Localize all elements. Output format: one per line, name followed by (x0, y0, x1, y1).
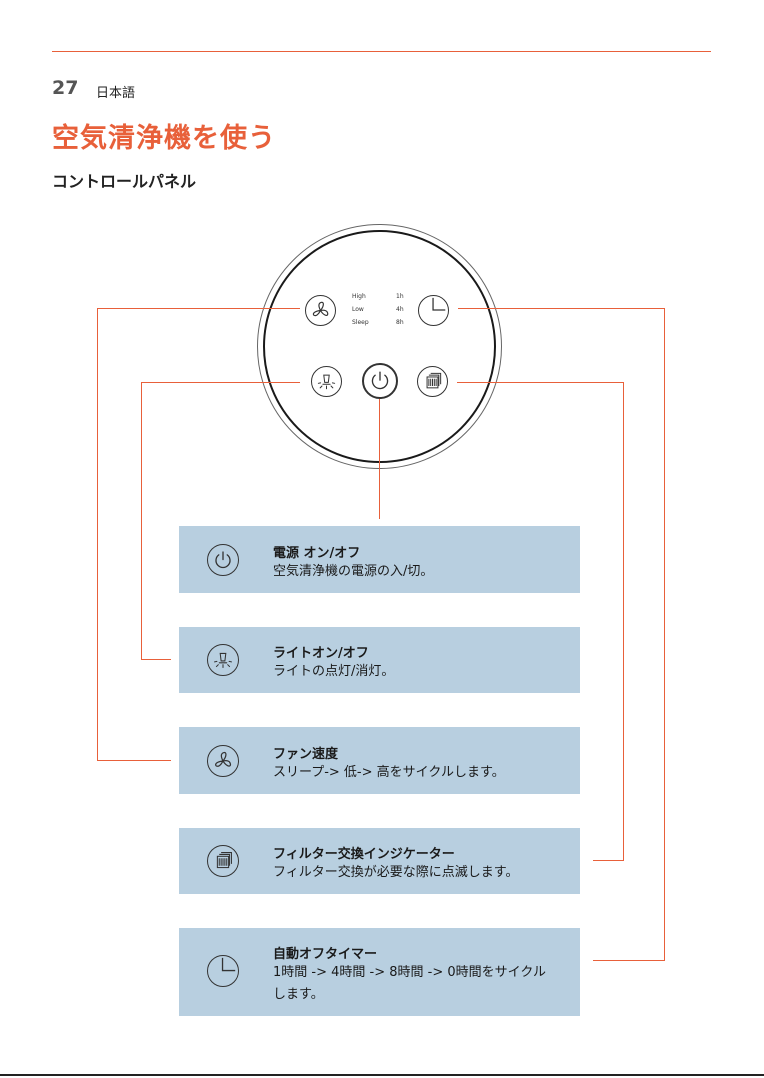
feature-title: 電源 オン/オフ (273, 542, 360, 561)
fan-leader-line-bottom (97, 760, 171, 761)
light-leader-line-vertical (141, 382, 142, 660)
light-leader-line-bottom (141, 659, 171, 660)
timer-label-4h: 4h (396, 307, 404, 313)
feature-card-light: ライトオン/オフ ライトの点灯/消灯。 (179, 627, 580, 693)
feature-card-fan: ファン速度 スリープ-> 低-> 高をサイクルします。 (179, 727, 580, 794)
timer-label-8h: 8h (396, 320, 404, 326)
speed-label-low: Low (352, 307, 364, 313)
feature-title: ライトオン/オフ (273, 642, 369, 661)
timer-icon (419, 296, 448, 325)
speed-label-sleep: Sleep (352, 320, 369, 326)
power-leader-line (379, 399, 380, 519)
filter-leader-line-bottom (593, 860, 624, 861)
feature-description: ライトの点灯/消灯。 (273, 661, 563, 683)
timer-leader-line-vertical (664, 308, 665, 961)
timer-label-1h: 1h (396, 294, 404, 300)
bottom-rule (0, 1074, 764, 1076)
fan-speed-button[interactable] (305, 295, 336, 326)
light-leader-line-top (141, 382, 300, 383)
filter-icon (418, 367, 447, 396)
timer-button[interactable] (418, 295, 449, 326)
feature-card-filter: フィルター交換インジケーター フィルター交換が必要な際に点滅します。 (179, 828, 580, 894)
feature-description: フィルター交換が必要な際に点滅します。 (273, 862, 563, 884)
top-rule (52, 51, 711, 52)
feature-card-power: 電源 オン/オフ 空気清浄機の電源の入/切。 (179, 526, 580, 593)
filter-icon (207, 845, 239, 877)
page-title: 空気清浄機を使う (52, 116, 276, 155)
fan-icon (207, 745, 239, 777)
fan-leader-line-top (97, 308, 300, 309)
light-icon (207, 644, 239, 676)
timer-leader-line-top (458, 308, 665, 309)
power-button[interactable] (362, 363, 398, 399)
feature-title: 自動オフタイマー (273, 943, 377, 962)
page-number: 27 (52, 77, 78, 99)
feature-card-timer: 自動オフタイマー 1時間 -> 4時間 -> 8時間 -> 0時間をサイクルしま… (179, 928, 580, 1016)
filter-indicator-button[interactable] (417, 366, 448, 397)
timer-leader-line-bottom (593, 960, 665, 961)
feature-title: ファン速度 (273, 743, 338, 762)
power-icon (364, 365, 396, 397)
section-subtitle: コントロールパネル (52, 168, 196, 192)
fan-leader-line-vertical (97, 308, 98, 760)
feature-description: スリープ-> 低-> 高をサイクルします。 (273, 762, 563, 784)
feature-description: 1時間 -> 4時間 -> 8時間 -> 0時間をサイクルします。 (273, 962, 553, 1006)
light-button[interactable] (311, 366, 342, 397)
language-label: 日本語 (96, 82, 135, 101)
filter-leader-line-vertical (623, 382, 624, 861)
feature-description: 空気清浄機の電源の入/切。 (273, 561, 563, 583)
timer-icon (207, 955, 239, 987)
fan-icon (306, 296, 335, 325)
light-icon (312, 367, 341, 396)
power-icon (207, 544, 239, 576)
feature-title: フィルター交換インジケーター (273, 843, 455, 862)
filter-leader-line-top (457, 382, 624, 383)
speed-label-high: High (352, 294, 366, 300)
